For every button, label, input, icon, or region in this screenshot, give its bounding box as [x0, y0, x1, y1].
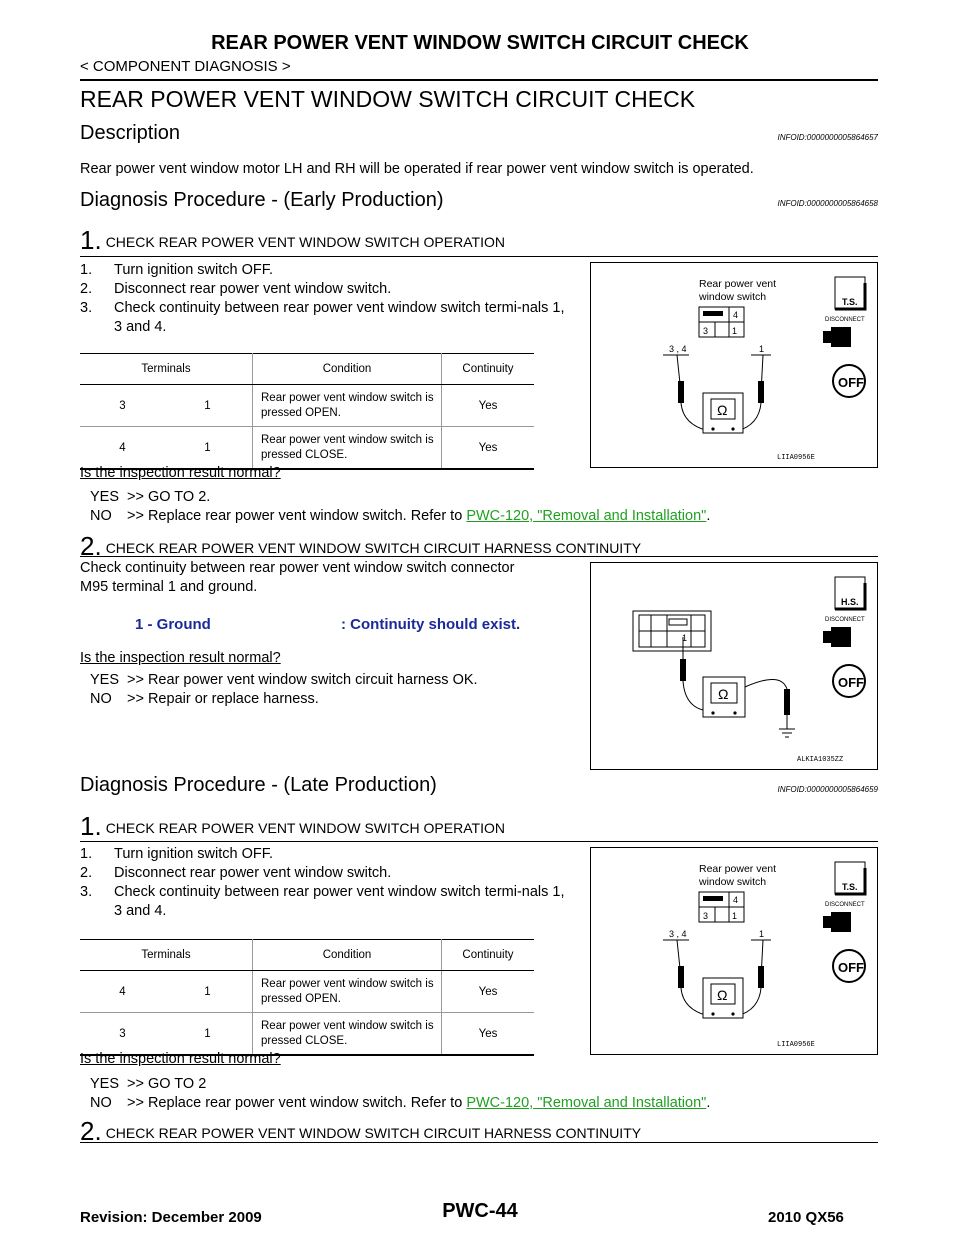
footer-revision: Revision: December 2009 [80, 1209, 262, 1226]
svg-text:T.S.: T.S. [842, 297, 858, 307]
late-step1-yes: YES>> GO TO 2 [90, 1076, 207, 1092]
svg-text:T.S.: T.S. [842, 882, 858, 892]
list-item: 2.Disconnect rear power vent window swit… [80, 865, 392, 881]
svg-text:LIIA0956E: LIIA0956E [777, 1041, 815, 1049]
svg-text:1: 1 [759, 344, 764, 354]
list-item: 1.Turn ignition switch OFF. [80, 262, 274, 278]
early-step2-yes: YES>> Rear power vent window switch circ… [90, 672, 478, 688]
late-step1-no: NO>> Replace rear power vent window swit… [90, 1095, 711, 1111]
svg-text:3: 3 [703, 326, 708, 336]
svg-text:LIIA0956E: LIIA0956E [777, 454, 815, 462]
early-step1-yes: YES>> GO TO 2. [90, 489, 211, 505]
early-step2-no: NO>> Repair or replace harness. [90, 691, 319, 707]
list-item: 3.Check continuity between rear power ve… [80, 884, 565, 919]
ohm-icon: Ω [718, 686, 728, 702]
late-step2-divider [80, 1142, 878, 1143]
description-heading: Description [80, 122, 181, 144]
late-infoid: INFOID:0000000005864659 [777, 785, 878, 794]
page-header-title: REAR POWER VENT WINDOW SWITCH CIRCUIT CH… [211, 32, 749, 54]
removal-installation-link[interactable]: PWC-120, "Removal and Installation" [466, 508, 707, 524]
late-step1-divider [80, 841, 878, 842]
svg-text:1: 1 [682, 633, 687, 643]
list-item: 2.Disconnect rear power vent window swit… [80, 281, 392, 297]
col-header: Continuity [441, 939, 534, 971]
header-divider [80, 79, 878, 81]
page-number: PWC-44 [442, 1200, 518, 1222]
late-step1-question: Is the inspection result normal? [80, 1051, 281, 1067]
col-header: Terminals [80, 939, 253, 971]
col-header: Condition [252, 353, 442, 385]
early-step2-question: Is the inspection result normal? [80, 650, 281, 666]
early-step1-no: NO>> Replace rear power vent window swit… [90, 508, 711, 524]
breadcrumb: < COMPONENT DIAGNOSIS > [80, 58, 291, 75]
ground-continuity-spec: 1 - Ground: Continuity should exist. [135, 616, 521, 633]
svg-text:DISCONNECT: DISCONNECT [825, 902, 865, 908]
off-icon: OFF [838, 675, 864, 690]
description-infoid: INFOID:0000000005864657 [777, 133, 878, 142]
list-item: 1.Turn ignition switch OFF. [80, 846, 274, 862]
late-step1-list: 1.Turn ignition switch OFF. 2.Disconnect… [80, 845, 580, 921]
svg-text:4: 4 [733, 895, 738, 905]
ohm-icon: Ω [717, 987, 727, 1003]
svg-text:1: 1 [732, 326, 737, 336]
svg-text:DISCONNECT: DISCONNECT [825, 617, 865, 623]
description-text: Rear power vent window motor LH and RH w… [80, 161, 754, 177]
col-header: Terminals [80, 353, 253, 385]
svg-text:3 , 4: 3 , 4 [669, 344, 687, 354]
svg-text:4: 4 [733, 310, 738, 320]
harness-continuity-figure: 1 Ω ALKIA1035ZZ H.S. DISCONNECT OFF [590, 562, 878, 770]
switch-continuity-figure: Rear power vent window switch 4 3 1 3 , … [590, 262, 878, 468]
section-title: REAR POWER VENT WINDOW SWITCH CIRCUIT CH… [80, 86, 696, 112]
svg-text:window switch: window switch [698, 291, 766, 303]
early-step1-title: 1.CHECK REAR POWER VENT WINDOW SWITCH OP… [80, 225, 505, 255]
early-step2-divider [80, 556, 878, 557]
late-heading: Diagnosis Procedure - (Late Production) [80, 774, 437, 796]
ohm-icon: Ω [717, 402, 727, 418]
late-step1-title: 1.CHECK REAR POWER VENT WINDOW SWITCH OP… [80, 811, 505, 841]
svg-text:3 , 4: 3 , 4 [669, 929, 687, 939]
removal-installation-link[interactable]: PWC-120, "Removal and Installation" [466, 1095, 707, 1111]
svg-text:1: 1 [732, 911, 737, 921]
svg-text:window switch: window switch [698, 876, 766, 888]
svg-text:DISCONNECT: DISCONNECT [825, 317, 865, 323]
early-infoid: INFOID:0000000005864658 [777, 199, 878, 208]
switch-continuity-figure-late: Rear power vent window switch 4 3 1 3 , … [590, 847, 878, 1055]
footer-model: 2010 QX56 [768, 1209, 844, 1226]
early-step1-list: 1.Turn ignition switch OFF. 2.Disconnect… [80, 261, 580, 337]
svg-text:3: 3 [703, 911, 708, 921]
early-step2-text: Check continuity between rear power vent… [80, 560, 515, 595]
col-header: Condition [252, 939, 442, 971]
svg-text:Rear power vent: Rear power vent [699, 863, 776, 875]
svg-text:H.S.: H.S. [841, 597, 859, 607]
list-item: 3.Check continuity between rear power ve… [80, 300, 565, 335]
early-step1-question: Is the inspection result normal? [80, 465, 281, 481]
svg-text:Rear power vent: Rear power vent [699, 278, 776, 290]
early-heading: Diagnosis Procedure - (Early Production) [80, 189, 444, 211]
early-step2-title: 2.CHECK REAR POWER VENT WINDOW SWITCH CI… [80, 531, 642, 561]
svg-text:1: 1 [759, 929, 764, 939]
late-step2-title: 2.CHECK REAR POWER VENT WINDOW SWITCH CI… [80, 1116, 642, 1146]
early-step1-divider [80, 256, 878, 257]
col-header: Continuity [441, 353, 534, 385]
off-icon: OFF [838, 375, 864, 390]
svg-text:ALKIA1035ZZ: ALKIA1035ZZ [797, 756, 843, 764]
off-icon: OFF [838, 960, 864, 975]
